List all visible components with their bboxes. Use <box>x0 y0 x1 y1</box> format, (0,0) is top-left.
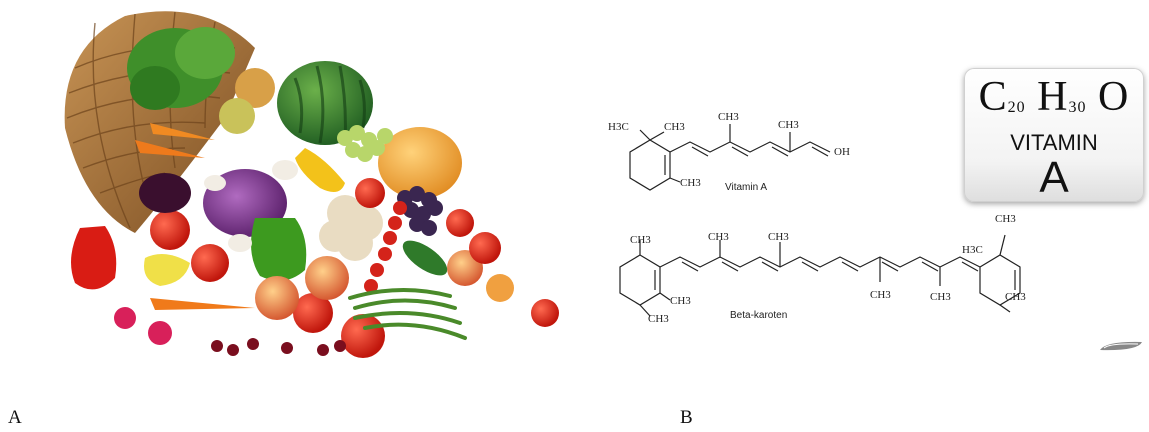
atom-label: CH3 <box>778 119 799 131</box>
formula-hydrogen-count: 30 <box>1068 99 1087 116</box>
formula-carbon-count: 20 <box>1007 99 1026 116</box>
vegetable-basket-image <box>64 11 559 358</box>
vitamin-word: VITAMIN <box>1010 130 1098 155</box>
formula-carbon: C <box>978 74 1008 120</box>
atom-label: CH3 <box>870 289 891 301</box>
chemical-structures: H3C CH3 CH3 CH3 CH3 OH Vitamin A CH3 CH3… <box>608 111 1026 325</box>
atom-label: H3C <box>962 244 983 256</box>
vitamin-letter: A <box>1039 153 1069 202</box>
atom-label: OH <box>834 146 850 158</box>
vitamin-a-name: Vitamin A <box>725 182 767 193</box>
panel-label-b: B <box>680 407 693 428</box>
atom-label: H3C <box>608 121 629 133</box>
atom-label: CH3 <box>670 295 691 307</box>
panel-label-a: A <box>8 407 22 428</box>
formula-hydrogen: H <box>1037 74 1069 120</box>
beta-carotene-name: Beta-karoten <box>730 310 787 321</box>
atom-label: CH3 <box>930 291 951 303</box>
atom-label: CH3 <box>718 111 739 123</box>
formula-oxygen: O <box>1098 74 1130 120</box>
vitamin-a-structure <box>629 124 831 191</box>
atom-label: CH3 <box>708 231 729 243</box>
atom-label: CH3 <box>630 234 651 246</box>
atom-label: CH3 <box>1005 291 1026 303</box>
atom-label: CH3 <box>995 213 1016 225</box>
atom-label: CH3 <box>648 313 669 325</box>
atom-label: CH3 <box>680 177 701 189</box>
atom-label: CH3 <box>768 231 789 243</box>
formula-card: C20 H30 O VITAMIN A <box>964 68 1144 202</box>
atom-label: CH3 <box>664 121 685 133</box>
beta-carotene-structure <box>619 234 1021 317</box>
formula-line: C20 H30 O <box>964 74 1144 129</box>
watermark-logo <box>1100 341 1142 351</box>
